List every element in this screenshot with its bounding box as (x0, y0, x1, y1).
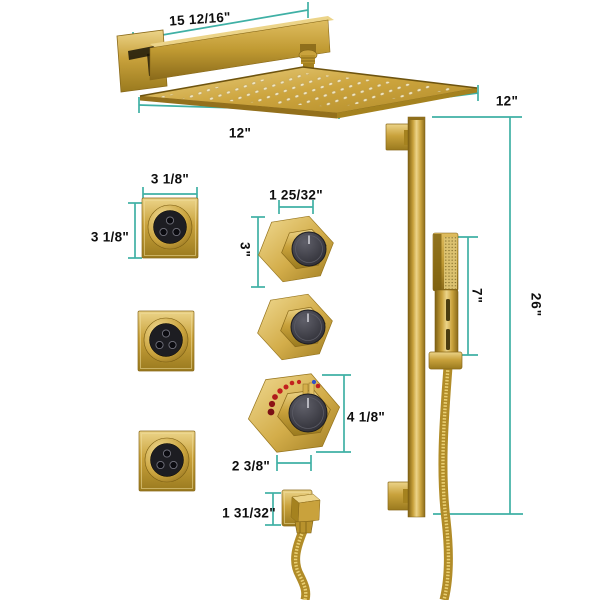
hex-volume-handle-2 (256, 293, 334, 361)
dim-label-head-depth: 12" (495, 93, 519, 109)
dim-label-valve-width: 2 3/8" (231, 458, 271, 474)
dim-line-handle-height (251, 216, 265, 288)
dim-label-jet-height: 3 1/8" (90, 229, 130, 245)
dim-label-jet-width: 3 1/8" (150, 171, 190, 187)
dim-line-handle-width (278, 200, 314, 214)
dim-label-valve-height: 4 1/8" (346, 409, 386, 425)
dim-label-handle-width: 1 25/32" (269, 187, 323, 203)
body-jet-2 (137, 310, 195, 372)
dim-label-outlet-height: 1 31/32" (222, 505, 276, 521)
dim-label-slide-bar-height: 26" (528, 292, 544, 318)
thermostatic-valve (247, 373, 341, 453)
dim-line-valve-width (276, 455, 312, 471)
dim-line-jet-height (128, 202, 142, 259)
outlet-hose (291, 529, 311, 600)
dim-label-head-width: 12" (228, 125, 252, 141)
dim-line-valve-height (316, 374, 351, 453)
shower-hose (438, 366, 453, 600)
hex-volume-handle-1 (257, 215, 335, 283)
dim-line-outlet-height (265, 492, 281, 526)
body-jet-1 (141, 197, 199, 259)
body-jet-3 (138, 430, 196, 492)
dim-label-handle-height: 3" (237, 242, 253, 258)
slide-bar-holder (428, 351, 463, 370)
temperature-indicator-dots (267, 379, 321, 416)
shower-arm (149, 16, 334, 81)
hand-shower (428, 232, 463, 370)
rain-shower-head (139, 66, 478, 119)
wall-outlet-elbow (281, 489, 321, 534)
slide-bar (385, 116, 426, 518)
dim-label-hand-shower-height: 7" (469, 288, 485, 304)
